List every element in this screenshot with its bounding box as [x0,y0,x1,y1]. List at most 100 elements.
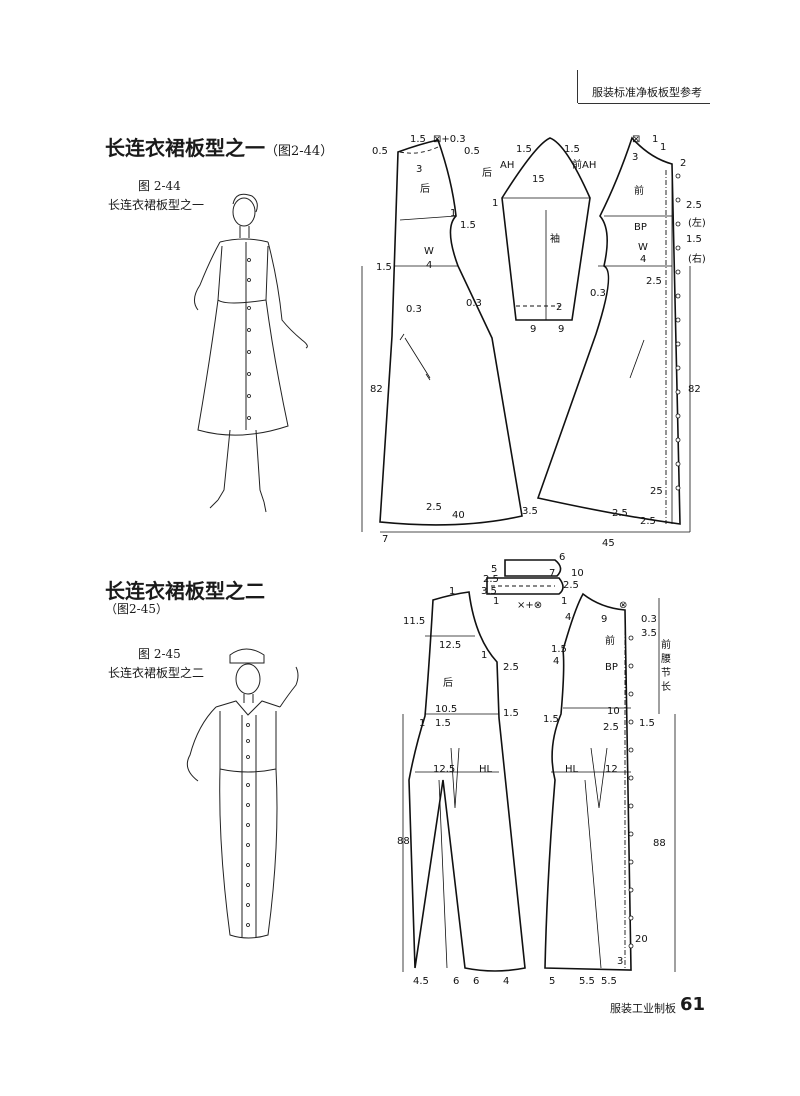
svg-text:12.5: 12.5 [439,640,461,651]
section-1-ref: （图2-44） [265,144,334,159]
svg-text:10: 10 [607,706,620,717]
svg-text:15: 15 [532,174,545,185]
figure-2-45-caption: 长连衣裙板型之二 [108,666,205,680]
svg-text:前: 前 [605,634,615,647]
svg-text:(左): (左) [688,216,706,229]
back-piece-1 [379,139,523,526]
svg-text:1.5: 1.5 [551,644,567,655]
svg-text:长: 长 [661,681,671,693]
svg-text:0.5: 0.5 [372,146,388,157]
svg-text:0.3: 0.3 [590,288,606,299]
svg-text:2.5: 2.5 [603,722,619,733]
sleeve-1 [501,137,591,321]
svg-text:AH: AH [500,160,514,171]
svg-text:10.5: 10.5 [435,704,457,715]
front-piece-1 [536,136,681,525]
svg-text:后: 后 [443,677,453,689]
svg-text:0.3: 0.3 [466,298,482,309]
svg-text:0.3: 0.3 [406,304,422,315]
svg-text:1.5: 1.5 [639,718,655,729]
svg-text:1.5: 1.5 [686,234,702,245]
svg-text:82: 82 [370,384,383,395]
svg-text:BP: BP [634,222,647,233]
svg-text:7: 7 [382,534,388,545]
svg-text:后: 后 [420,183,430,195]
svg-text:(右): (右) [688,252,706,265]
front-piece-2 [544,592,632,971]
svg-text:1: 1 [561,596,567,607]
svg-text:4: 4 [553,656,559,667]
svg-text:W: W [638,242,648,253]
svg-text:1.5: 1.5 [376,262,392,273]
svg-text:HL: HL [565,764,579,775]
svg-text:W: W [424,246,434,257]
header-rule [578,103,710,104]
svg-text:1: 1 [481,650,487,661]
pattern-diagram-2: 6 5 7 10 2.5 2.5 3.5 1 ×+⊗ 1 1 11.5 12.5… [397,552,676,987]
svg-text:11.5: 11.5 [403,616,425,627]
svg-text:25: 25 [650,486,663,497]
svg-text:1: 1 [449,586,455,597]
collar-2 [486,559,564,595]
svg-text:前: 前 [661,638,671,651]
svg-text:后: 后 [482,167,492,179]
svg-text:2: 2 [680,158,686,169]
svg-text:⊠+0.3: ⊠+0.3 [433,134,466,145]
svg-text:1.5: 1.5 [503,708,519,719]
pattern-diagram-1: 1.5 ⊠+0.3 0.5 0.5 3 后 1 1.5 W 4 1.5 0.3 … [361,134,706,549]
section-1-title-text: 长连衣裙板型之一 [105,136,265,160]
svg-text:⊠: ⊠ [632,134,640,145]
svg-text:前AH: 前AH [572,158,596,171]
section-2-ref: （图2-45） [105,602,168,616]
svg-text:1.5: 1.5 [435,718,451,729]
svg-text:2.5: 2.5 [612,508,628,519]
svg-text:10: 10 [571,568,584,579]
svg-text:BP: BP [605,662,618,673]
svg-text:88: 88 [653,838,666,849]
svg-text:2.5: 2.5 [426,502,442,513]
svg-text:1.5: 1.5 [410,134,426,145]
svg-text:5.5: 5.5 [601,976,617,987]
svg-text:88: 88 [397,836,410,847]
svg-text:前: 前 [634,184,644,197]
svg-text:6: 6 [473,976,479,987]
dress-1-illustration [194,193,308,513]
svg-text:4: 4 [565,612,571,623]
svg-text:3.5: 3.5 [522,506,538,517]
svg-text:1: 1 [492,198,498,209]
svg-text:2.5: 2.5 [640,516,656,527]
svg-text:2.5: 2.5 [646,276,662,287]
svg-text:3: 3 [632,152,638,163]
svg-text:9: 9 [601,614,607,625]
svg-text:1: 1 [450,208,456,219]
svg-text:1.5: 1.5 [460,220,476,231]
header-rule-tick [577,70,578,103]
section-1-title: 长连衣裙板型之一（图2-44） [105,132,333,161]
svg-text:1: 1 [660,142,666,153]
svg-text:0.3: 0.3 [641,614,657,625]
dress-2-illustration [186,648,299,939]
svg-text:2.5: 2.5 [483,574,499,585]
svg-text:40: 40 [452,510,465,521]
svg-text:1.5: 1.5 [564,144,580,155]
svg-text:45: 45 [602,538,615,549]
svg-text:HL: HL [479,764,493,775]
svg-text:3: 3 [416,164,422,175]
svg-text:1.5: 1.5 [543,714,559,725]
svg-text:4: 4 [640,254,646,265]
svg-text:3.5: 3.5 [481,586,497,597]
svg-text:9: 9 [530,324,536,335]
section-2-title: 长连衣裙板型之二 [105,579,265,603]
svg-text:0.5: 0.5 [464,146,480,157]
front-buttons-1 [675,173,681,491]
svg-text:2.5: 2.5 [563,580,579,591]
svg-text:4: 4 [426,260,432,271]
svg-text:袖: 袖 [550,232,560,245]
svg-text:2.5: 2.5 [686,200,702,211]
svg-text:1.5: 1.5 [516,144,532,155]
svg-text:12: 12 [605,764,618,775]
svg-text:5.5: 5.5 [579,976,595,987]
svg-text:6: 6 [559,552,565,563]
running-header: 服装标准净板板型参考 [592,86,702,99]
svg-text:5: 5 [491,564,497,575]
